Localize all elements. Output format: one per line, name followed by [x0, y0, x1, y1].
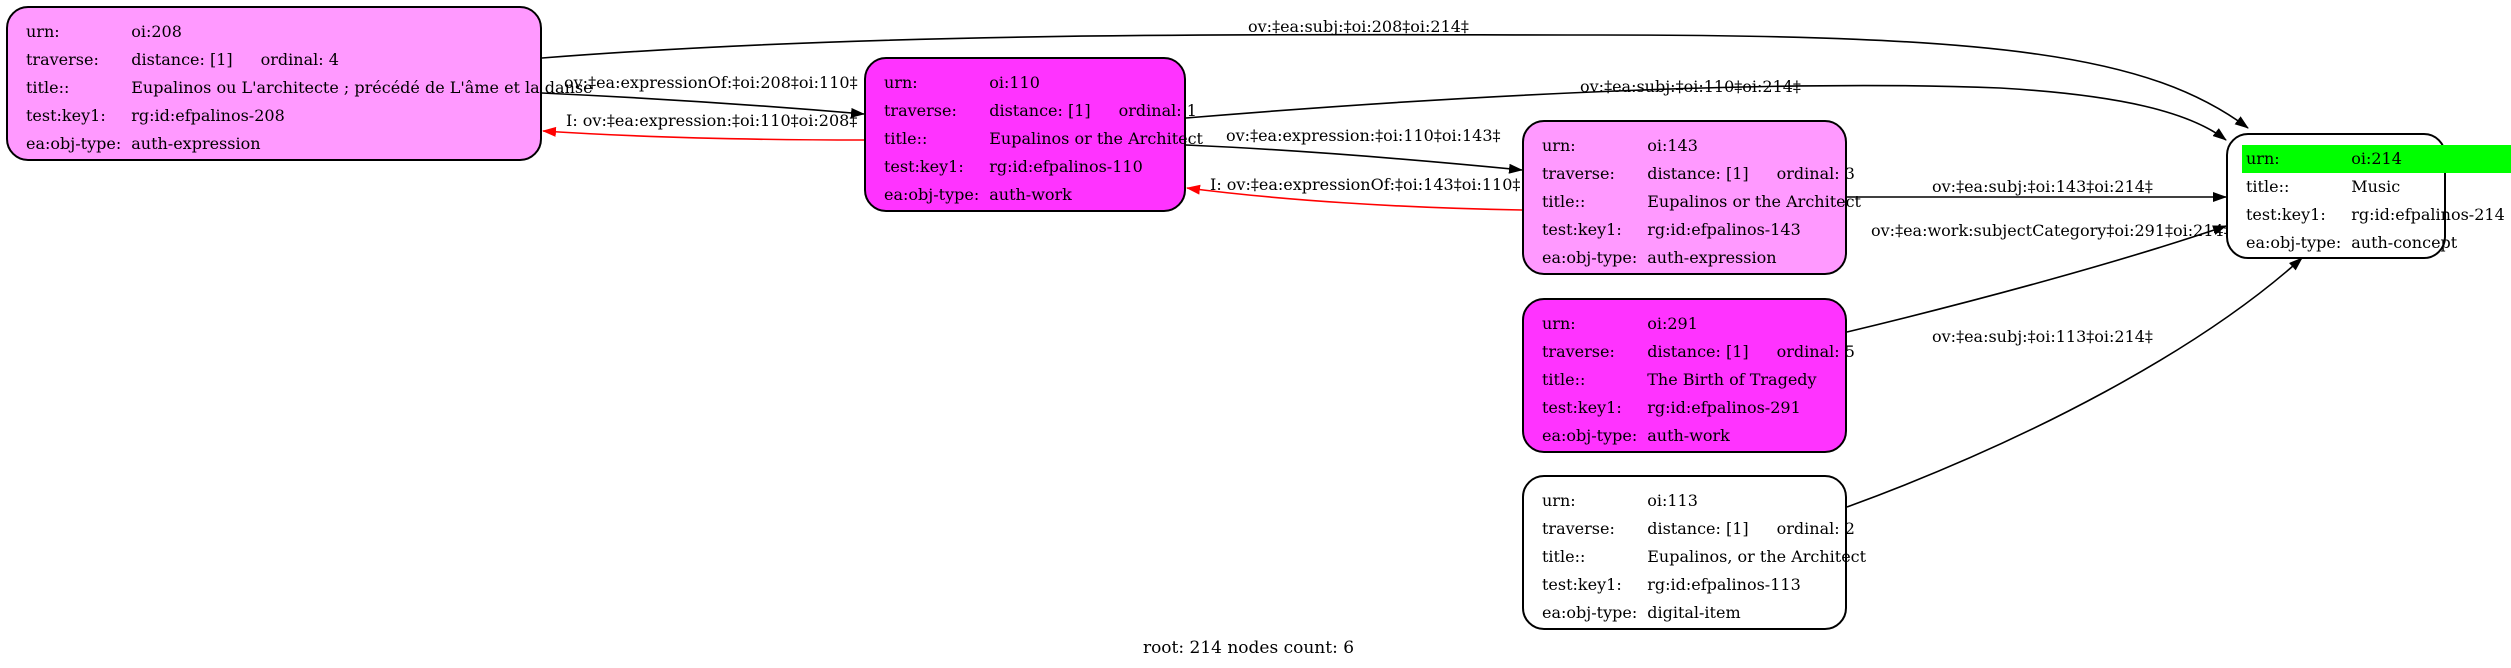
edge-291-214 [1846, 225, 2227, 333]
urn-label: urn: [26, 22, 60, 41]
node-oi-113[interactable]: urn: oi:113 traverse: distance: [1] ordinal… [1522, 475, 1866, 630]
graph-footer: root: 214 nodes count: 6 [1142, 638, 1355, 658]
edge-110-208 [542, 126, 865, 141]
type-label: ea:obj-type: [1542, 426, 1638, 445]
edge-113-214 [1846, 257, 2303, 508]
distance-value: distance: [1] [1647, 342, 1749, 361]
edge-208-214 [541, 33, 2249, 129]
urn-label: urn: [1542, 136, 1576, 155]
edge-label-143-214: ov:‡ea:subj:‡oi:143‡oi:214‡ [1932, 177, 2153, 196]
edge-label-291-214: ov:‡ea:work:subjectCategory‡oi:291‡oi:21… [1871, 221, 2232, 240]
key-value: rg:id:efpalinos-214 [2351, 205, 2505, 224]
type-value: auth-expression [1647, 248, 1777, 267]
key-value: rg:id:efpalinos-110 [989, 157, 1143, 176]
edge-143-110 [1186, 184, 1523, 211]
ordinal-value: ordinal: 1 [1118, 101, 1197, 120]
title-value: Eupalinos or the Architect [1647, 192, 1861, 211]
urn-label: urn: [1542, 491, 1576, 510]
distance-value: distance: [1] [131, 50, 233, 69]
title-label: title:: [884, 129, 928, 148]
node-oi-110[interactable]: urn: oi:110 traverse: distance: [1] ordinal… [864, 57, 1203, 212]
ordinal-value: ordinal: 3 [1776, 164, 1855, 183]
key-value: rg:id:efpalinos-208 [131, 106, 285, 125]
urn-value: oi:110 [989, 73, 1040, 92]
distance-value: distance: [1] [1647, 164, 1749, 183]
key-label: test:key1: [2246, 205, 2326, 224]
distance-value: distance: [1] [989, 101, 1091, 120]
title-label: title:: [2246, 177, 2290, 196]
urn-value: oi:143 [1647, 136, 1698, 155]
key-label: test:key1: [1542, 575, 1622, 594]
edge-label-110-208: I: ov:‡ea:expression:‡oi:110‡oi:208‡ [566, 111, 857, 130]
edge-label-113-214: ov:‡ea:subj:‡oi:113‡oi:214‡ [1932, 327, 2153, 346]
distance-value: distance: [1] [1647, 519, 1749, 538]
key-value: rg:id:efpalinos-143 [1647, 220, 1801, 239]
urn-value: oi:113 [1647, 491, 1698, 510]
type-label: ea:obj-type: [1542, 603, 1638, 622]
edge-label-208-214: ov:‡ea:subj:‡oi:208‡oi:214‡ [1248, 17, 1469, 36]
edge-208-110 [541, 92, 865, 118]
traverse-label: traverse: [1542, 164, 1615, 183]
title-label: title:: [1542, 192, 1586, 211]
type-value: digital-item [1647, 603, 1741, 622]
traverse-label: traverse: [26, 50, 99, 69]
title-label: title:: [1542, 547, 1586, 566]
edge-label-143-110: I: ov:‡ea:expressionOf:‡oi:143‡oi:110‡ [1210, 175, 1520, 194]
edge-110-143 [1185, 144, 1523, 174]
type-value: auth-work [989, 185, 1072, 204]
node-oi-214-root[interactable]: urn:oi:214 title::Music test:key1: rg:id:… [2226, 133, 2511, 259]
type-value: auth-expression [131, 134, 261, 153]
key-label: test:key1: [26, 106, 106, 125]
type-label: ea:obj-type: [26, 134, 122, 153]
urn-label: urn: [2242, 145, 2348, 173]
edge-label-110-214: ov:‡ea:subj:‡oi:110‡oi:214‡ [1580, 77, 1801, 96]
traverse-label: traverse: [1542, 519, 1615, 538]
type-value: auth-concept [2351, 233, 2458, 252]
title-value: Eupalinos ou L'architecte ; précédé de L… [131, 78, 593, 97]
edge-label-110-143: ov:‡ea:expression:‡oi:110‡oi:143‡ [1226, 126, 1501, 145]
type-value: auth-work [1647, 426, 1730, 445]
node-oi-208[interactable]: urn: oi:208 traverse: distance: [1] ordinal… [6, 6, 593, 161]
root-highlight-row: urn:oi:214 [2242, 145, 2511, 173]
key-value: rg:id:efpalinos-291 [1647, 398, 1801, 417]
title-value: Eupalinos, or the Architect [1647, 547, 1867, 566]
ordinal-value: ordinal: 2 [1776, 519, 1855, 538]
key-label: test:key1: [884, 157, 964, 176]
node-oi-143[interactable]: urn: oi:143 traverse: distance: [1] ordinal… [1522, 120, 1861, 275]
type-label: ea:obj-type: [884, 185, 980, 204]
key-label: test:key1: [1542, 220, 1622, 239]
urn-value: oi:214 [2347, 145, 2511, 173]
urn-value: oi:291 [1647, 314, 1698, 333]
ordinal-value: ordinal: 5 [1776, 342, 1855, 361]
urn-label: urn: [1542, 314, 1576, 333]
title-value: Eupalinos or the Architect [989, 129, 1203, 148]
node-oi-291[interactable]: urn: oi:291 traverse: distance: [1] ordinal… [1522, 298, 1855, 453]
ordinal-value: ordinal: 4 [260, 50, 339, 69]
type-label: ea:obj-type: [2246, 233, 2342, 252]
title-label: title:: [26, 78, 70, 97]
urn-label: urn: [884, 73, 918, 92]
key-value: rg:id:efpalinos-113 [1647, 575, 1801, 594]
title-value: The Birth of Tragedy [1647, 370, 1817, 389]
traverse-label: traverse: [884, 101, 957, 120]
edge-label-208-110: ov:‡ea:expressionOf:‡oi:208‡oi:110‡ [564, 73, 858, 92]
traverse-label: traverse: [1542, 342, 1615, 361]
title-label: title:: [1542, 370, 1586, 389]
urn-value: oi:208 [131, 22, 182, 41]
key-label: test:key1: [1542, 398, 1622, 417]
type-label: ea:obj-type: [1542, 248, 1638, 267]
title-value: Music [2351, 177, 2401, 196]
edge-110-214 [1185, 84, 2227, 141]
